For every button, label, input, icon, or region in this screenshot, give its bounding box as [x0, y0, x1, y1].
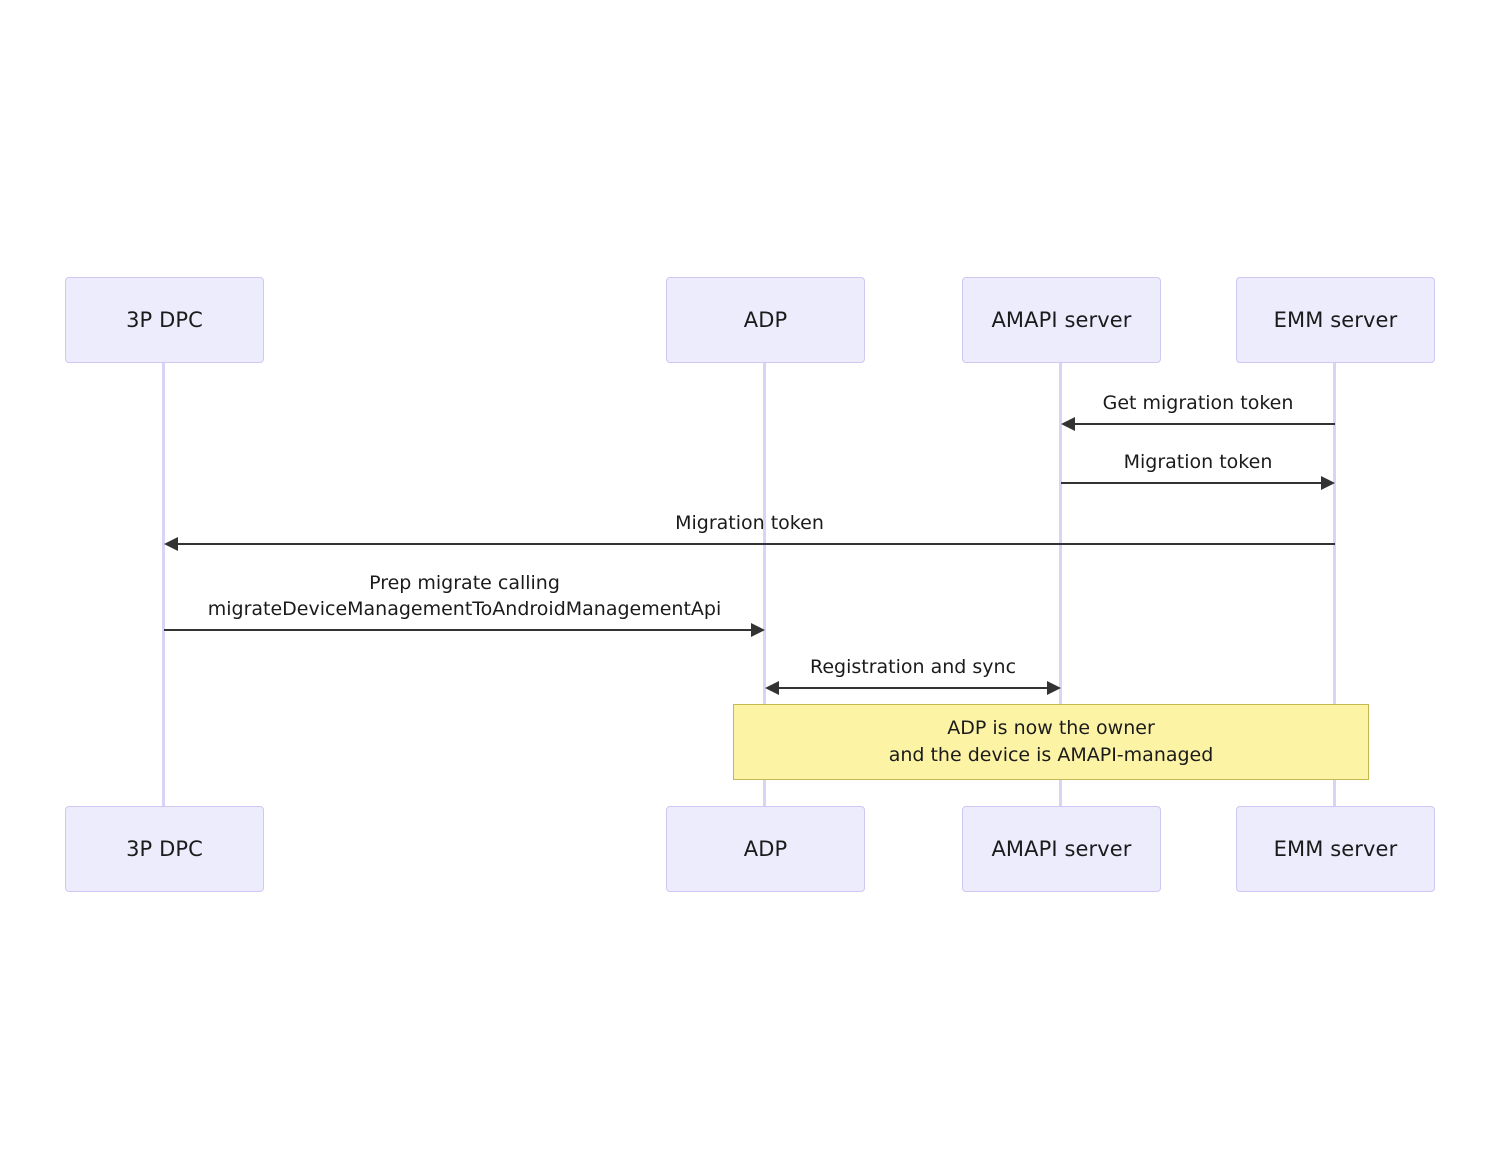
- participant-label-amapi-bottom: AMAPI server: [991, 837, 1132, 861]
- message-label-get-migration-token: Get migration token: [1102, 392, 1294, 414]
- message-line-prep-migrate: [164, 629, 752, 631]
- message-label-migration-token-to-dpc: Migration token: [675, 512, 824, 534]
- message-line-migration-token-to-dpc: [177, 543, 1335, 545]
- arrowhead-left-registration-and-sync: [765, 681, 779, 695]
- arrowhead-right-migration-token-to-emm: [1321, 476, 1335, 490]
- note-adp-owner: ADP is now the owner and the device is A…: [733, 704, 1369, 780]
- lifeline-amapi: [1059, 363, 1062, 806]
- arrowhead-right-registration-and-sync: [1047, 681, 1061, 695]
- participant-label-adp-top: ADP: [743, 308, 788, 332]
- participant-box-dpc-top[interactable]: 3P DPC: [65, 277, 264, 363]
- participant-box-emm-bottom[interactable]: EMM server: [1236, 806, 1435, 892]
- arrowhead-right-prep-migrate: [751, 623, 765, 637]
- participant-box-amapi-bottom[interactable]: AMAPI server: [962, 806, 1161, 892]
- participant-label-adp-bottom: ADP: [743, 837, 788, 861]
- arrowhead-left-migration-token-to-dpc: [164, 537, 178, 551]
- note-adp-owner-text: ADP is now the owner and the device is A…: [888, 717, 1214, 766]
- participant-box-emm-top[interactable]: EMM server: [1236, 277, 1435, 363]
- message-label-migration-token-to-emm: Migration token: [1123, 451, 1273, 473]
- participant-box-adp-bottom[interactable]: ADP: [666, 806, 865, 892]
- participant-label-emm-bottom: EMM server: [1273, 837, 1398, 861]
- message-line-migration-token-to-emm: [1061, 482, 1322, 484]
- message-line-get-migration-token: [1074, 423, 1335, 425]
- message-label-prep-migrate: Prep migrate calling migrateDeviceManage…: [207, 572, 722, 620]
- participant-box-adp-top[interactable]: ADP: [666, 277, 865, 363]
- arrowhead-left-get-migration-token: [1061, 417, 1075, 431]
- message-line-registration-and-sync: [778, 687, 1048, 689]
- lifeline-adp: [763, 363, 766, 806]
- message-label-registration-and-sync: Registration and sync: [809, 656, 1017, 678]
- participant-label-dpc-top: 3P DPC: [126, 308, 203, 332]
- participant-box-dpc-bottom[interactable]: 3P DPC: [65, 806, 264, 892]
- participant-box-amapi-top[interactable]: AMAPI server: [962, 277, 1161, 363]
- participant-label-emm-top: EMM server: [1273, 308, 1398, 332]
- participant-label-dpc-bottom: 3P DPC: [126, 837, 203, 861]
- lifeline-emm: [1333, 363, 1336, 806]
- participant-label-amapi-top: AMAPI server: [991, 308, 1132, 332]
- lifeline-dpc: [162, 363, 165, 806]
